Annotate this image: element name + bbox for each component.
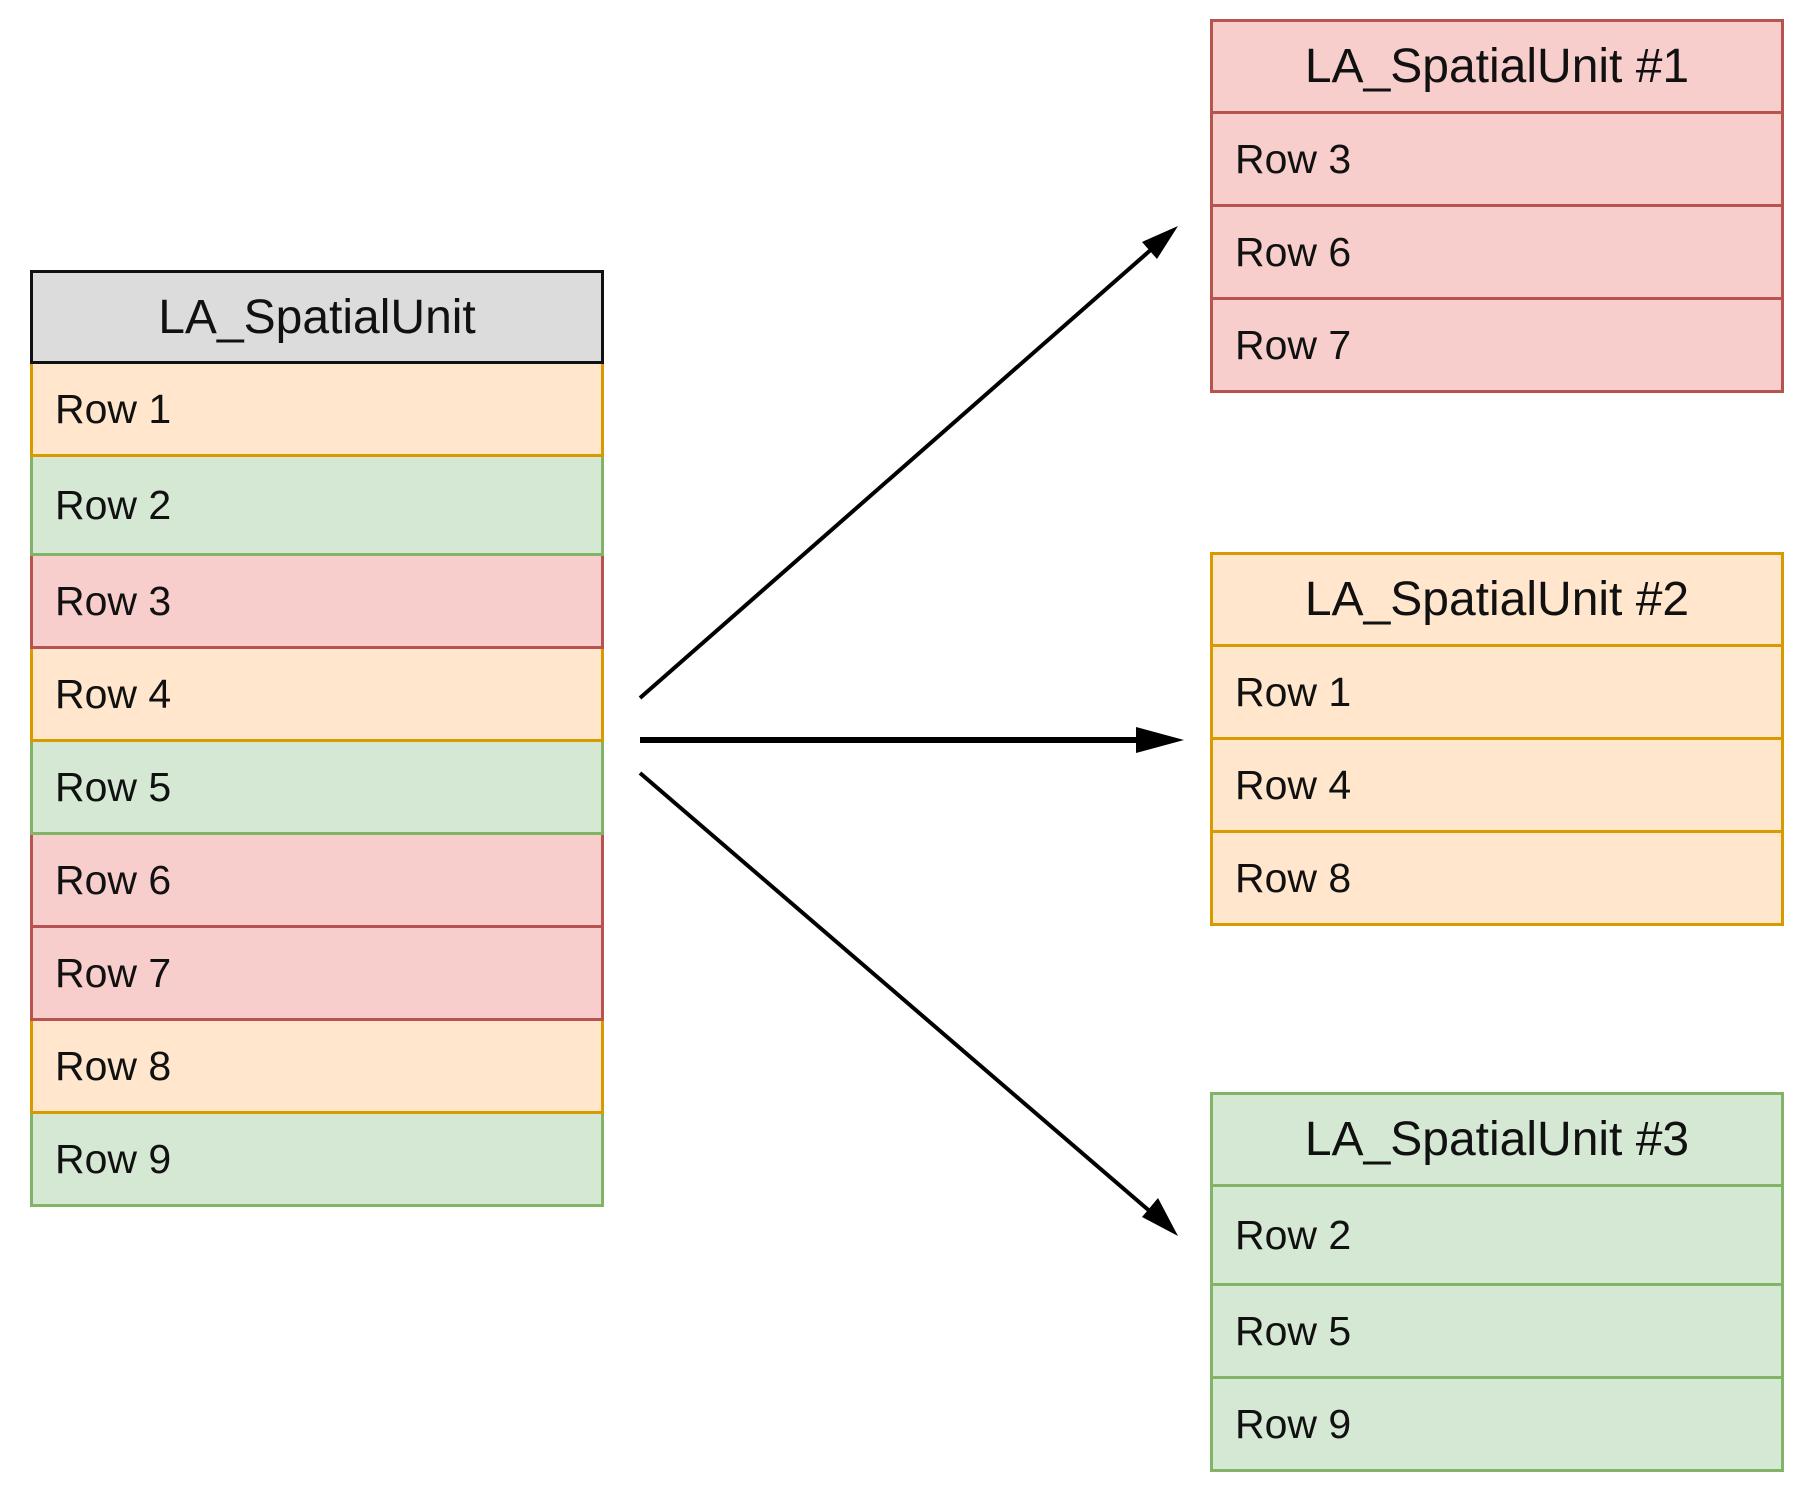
unit-1-row: Row 6 bbox=[1210, 207, 1784, 300]
unit-2-title: LA_SpatialUnit #2 bbox=[1210, 552, 1784, 647]
source-row-4: Row 4 bbox=[30, 649, 604, 742]
unit-1-table: LA_SpatialUnit #1 Row 3 Row 6 Row 7 bbox=[1210, 19, 1784, 393]
source-row-5: Row 5 bbox=[30, 742, 604, 835]
unit-3-row: Row 5 bbox=[1210, 1286, 1784, 1379]
unit-3-table: LA_SpatialUnit #3 Row 2 Row 5 Row 9 bbox=[1210, 1092, 1784, 1472]
source-row-9: Row 9 bbox=[30, 1114, 604, 1207]
unit-1-row: Row 7 bbox=[1210, 300, 1784, 393]
source-table: LA_SpatialUnit Row 1 Row 2 Row 3 Row 4 R… bbox=[30, 270, 604, 1207]
source-table-title: LA_SpatialUnit bbox=[30, 270, 604, 364]
unit-2-row: Row 1 bbox=[1210, 647, 1784, 740]
source-row-7: Row 7 bbox=[30, 928, 604, 1021]
unit-3-row: Row 2 bbox=[1210, 1187, 1784, 1286]
unit-1-row: Row 3 bbox=[1210, 114, 1784, 207]
source-row-2: Row 2 bbox=[30, 457, 604, 556]
unit-2-row: Row 8 bbox=[1210, 833, 1784, 926]
unit-3-title: LA_SpatialUnit #3 bbox=[1210, 1092, 1784, 1187]
source-row-8: Row 8 bbox=[30, 1021, 604, 1114]
arrow-to-unit-2 bbox=[640, 727, 1184, 753]
unit-2-table: LA_SpatialUnit #2 Row 1 Row 4 Row 8 bbox=[1210, 552, 1784, 926]
unit-3-row: Row 9 bbox=[1210, 1379, 1784, 1472]
unit-2-row: Row 4 bbox=[1210, 740, 1784, 833]
arrow-to-unit-3 bbox=[638, 771, 1178, 1236]
arrow-to-unit-1 bbox=[638, 226, 1178, 700]
source-row-6: Row 6 bbox=[30, 835, 604, 928]
source-row-3: Row 3 bbox=[30, 556, 604, 649]
source-row-1: Row 1 bbox=[30, 364, 604, 457]
unit-1-title: LA_SpatialUnit #1 bbox=[1210, 19, 1784, 114]
